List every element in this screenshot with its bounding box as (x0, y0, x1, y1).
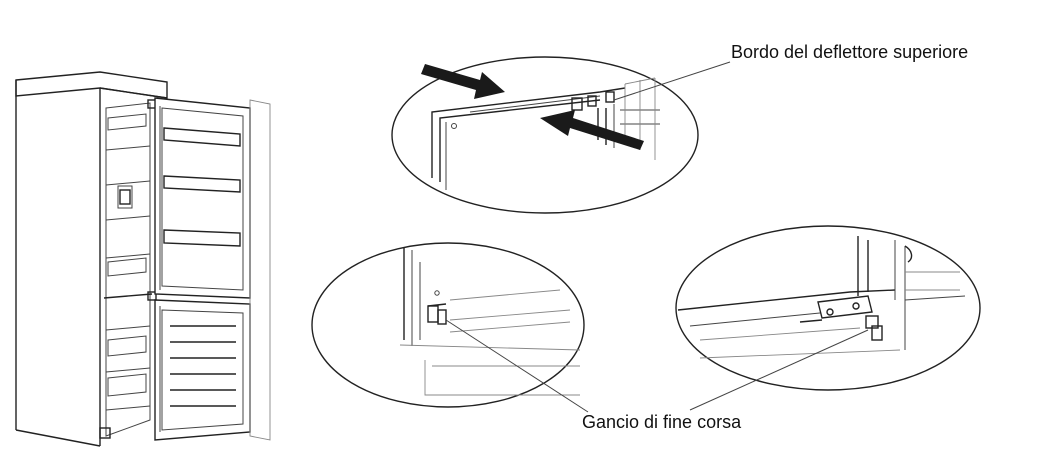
arrow-push-right (421, 64, 505, 99)
fridge-illustration (15, 71, 271, 447)
end-stop-hook-left (427, 303, 447, 325)
arrow-push-left (540, 110, 644, 150)
fridge-lower-door (154, 299, 251, 441)
fridge-upper-door (154, 97, 251, 299)
detail-upper-deflector (391, 56, 731, 214)
end-stop-hook-right (799, 295, 883, 341)
fridge-cabinet (15, 71, 168, 447)
upper-hinge (571, 77, 660, 160)
detail-end-stop-right (675, 225, 981, 411)
detail-end-stop-left (311, 242, 589, 413)
end-stop-hook-label: Gancio di fine corsa (582, 412, 742, 432)
upper-deflector-edge-label: Bordo del deflettore superiore (731, 42, 969, 62)
